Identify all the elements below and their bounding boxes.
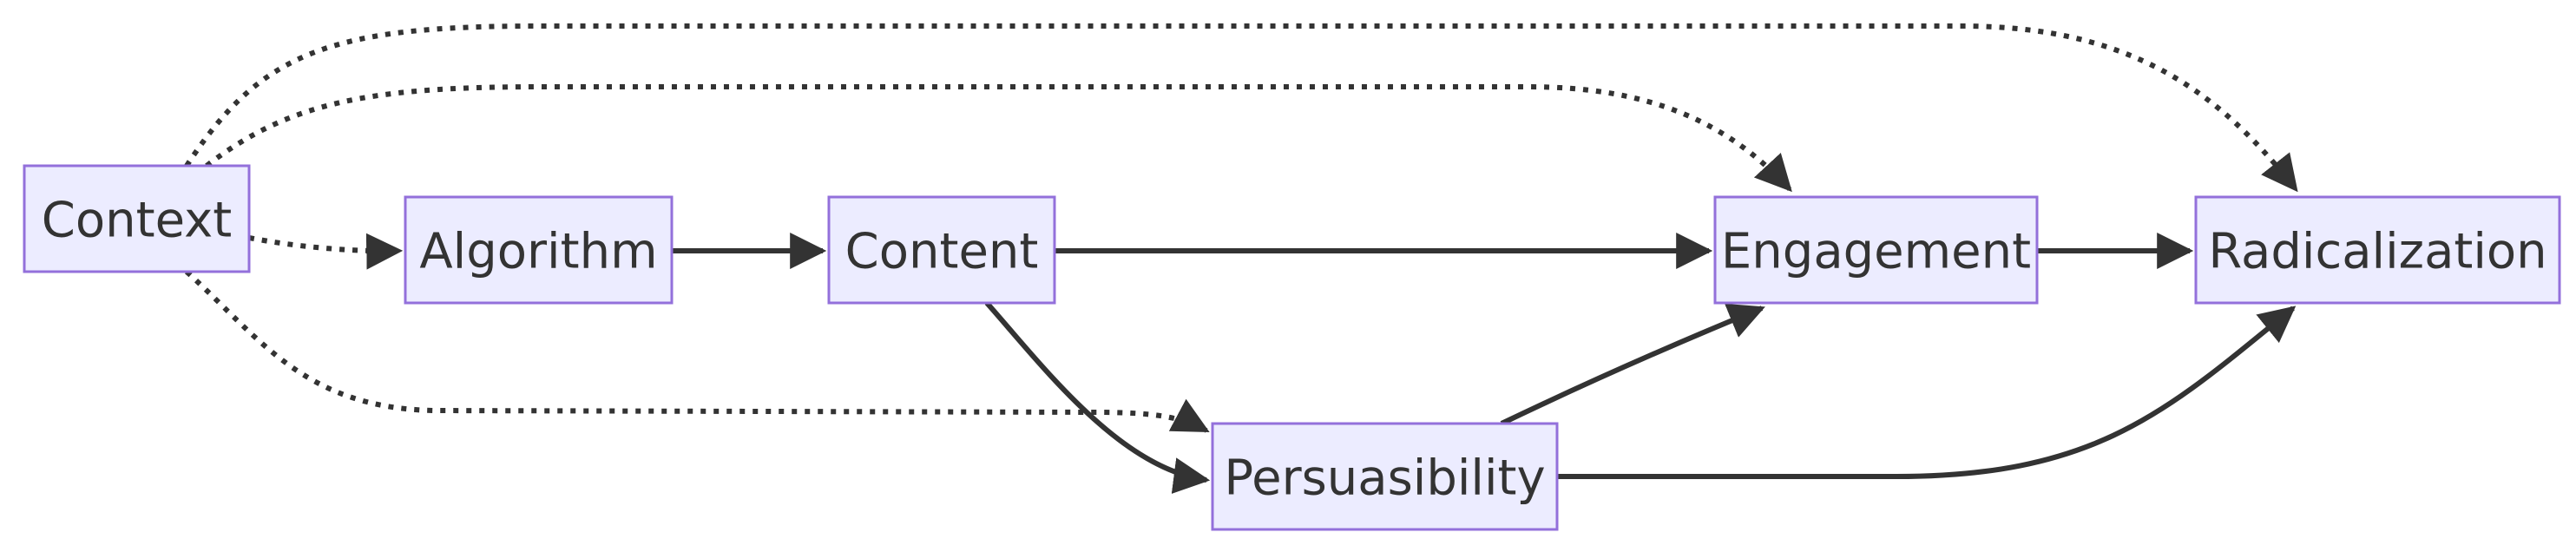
node-radicalization: Radicalization (2194, 195, 2561, 305)
edge-persuasibility-to-radicalization (1557, 306, 2297, 479)
node-content: Content (827, 195, 1056, 305)
edge-context-to-algorithm (248, 233, 404, 270)
node-box-content (827, 195, 1056, 305)
edge-content-to-persuasibility (984, 301, 1211, 494)
node-context: Context (23, 164, 251, 273)
node-label-content: Content (845, 224, 1039, 280)
edge-context-to-radicalization (184, 23, 2298, 193)
node-label-radicalization: Radicalization (2208, 224, 2546, 280)
node-engagement: Engagement (1713, 195, 2039, 305)
edge-persuasibility-to-engagement (1500, 303, 1765, 426)
node-box-context (23, 164, 251, 273)
node-box-radicalization (2194, 195, 2561, 305)
edges-layer (184, 23, 2298, 494)
node-box-persuasibility (1211, 422, 1559, 531)
node-label-engagement: Engagement (1721, 224, 2031, 280)
edge-context-to-persuasibility (184, 269, 1210, 433)
node-box-engagement (1713, 195, 2039, 305)
node-label-persuasibility: Persuasibility (1224, 450, 1545, 507)
node-persuasibility: Persuasibility (1211, 422, 1559, 531)
edge-context-to-engagement (205, 84, 1792, 193)
node-box-algorithm (404, 195, 674, 305)
node-algorithm: Algorithm (404, 195, 674, 305)
node-label-context: Context (42, 193, 232, 249)
node-label-algorithm: Algorithm (419, 224, 657, 280)
